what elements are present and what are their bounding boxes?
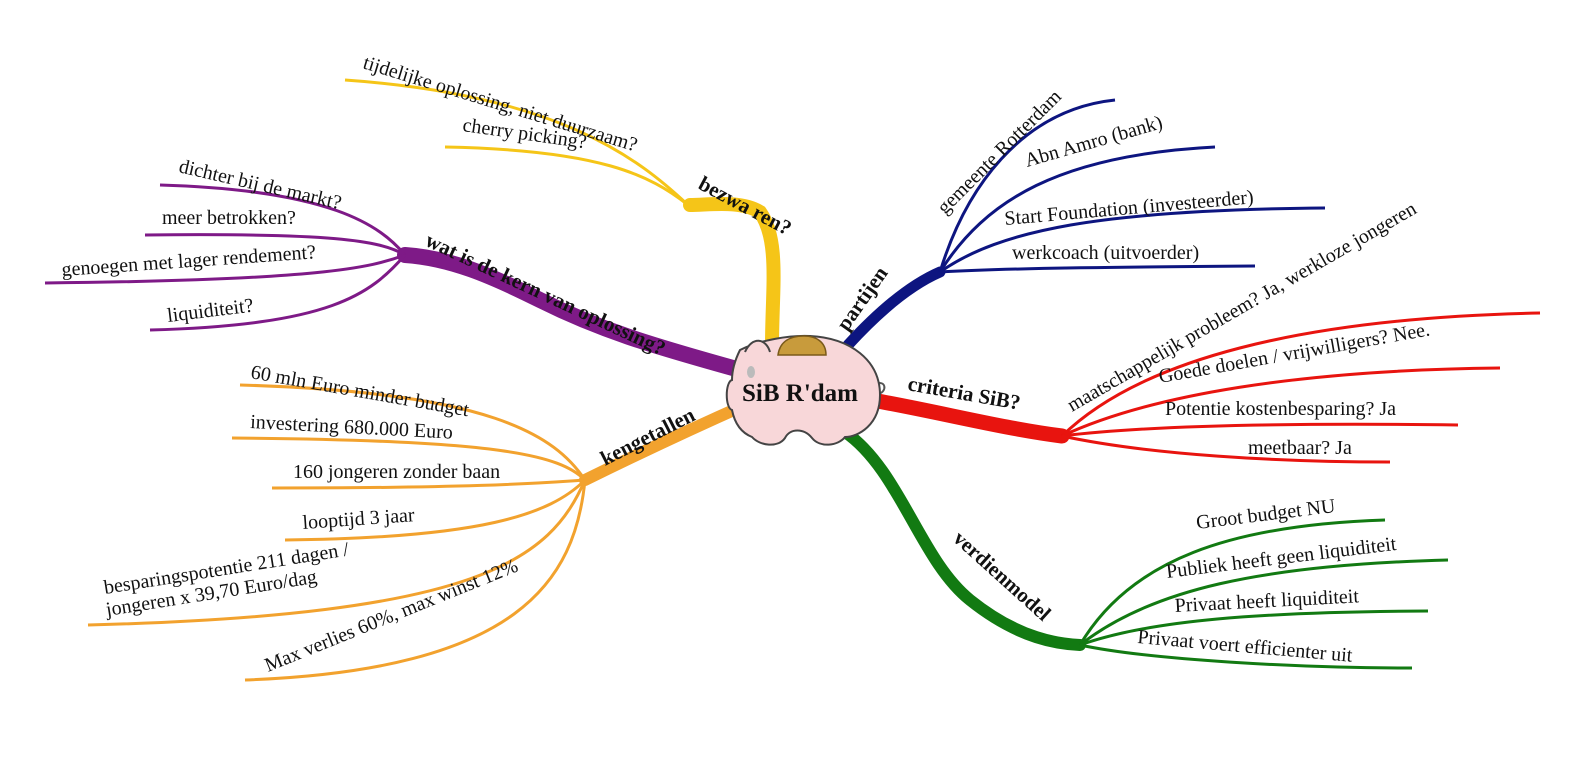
branch-verdienmodel-label: verdienmodel: [949, 526, 1056, 626]
center-node: SiB R'dam: [725, 334, 886, 446]
leaf-partijen-2-line: [939, 206, 1326, 274]
leaf-partijen-0-line: [938, 98, 1116, 273]
leaf-verdienmodel-3: Privaat voert efficienter uit: [1137, 626, 1354, 667]
branch-kengetallen-trunk: [579, 399, 751, 486]
center-label: SiB R'dam: [742, 380, 858, 407]
leaf-criteria-0-line: [1060, 311, 1541, 438]
branch-criteria: criteria SiB? maatschappelijk probleem? …: [864, 198, 1541, 464]
leaf-kengetallen-4-line: [87, 479, 587, 627]
leaf-verdienmodel-2-line: [1079, 609, 1429, 647]
leaf-verdienmodel-1: Publiek heeft geen liquiditeit: [1165, 533, 1398, 583]
branch-kern-trunk: [397, 247, 748, 378]
leaf-kengetallen-0-line: [239, 383, 587, 481]
leaf-partijen-1-line: [938, 145, 1216, 273]
leaf-criteria-3-line: [1061, 434, 1391, 464]
leaf-partijen-2: Start Foundation (investeerder): [1004, 186, 1255, 230]
branch-bezwaren-trunk: [683, 196, 781, 352]
leaf-bezwaren-0-line: [344, 78, 690, 207]
leaf-criteria-3: meetbaar? Ja: [1248, 437, 1352, 459]
branch-kern-label: wat is de kern van oplossing?: [422, 228, 670, 360]
leaf-kern-0-line: [159, 183, 407, 256]
branch-verdienmodel: verdienmodel Groot budget NU Publiek hee…: [839, 426, 1449, 670]
leaf-kern-2-line: [44, 253, 406, 285]
branch-partijen-trunk: [842, 266, 946, 351]
leaf-criteria-0: maatschappelijk probleem? Ja, werkloze j…: [1064, 198, 1421, 417]
leaf-bezwaren-1-line: [444, 145, 689, 207]
leaf-kengetallen-6-line: [244, 479, 587, 682]
leaf-verdienmodel-1-line: [1079, 558, 1449, 647]
leaf-verdienmodel-3-line: [1079, 643, 1413, 670]
coin-icon: [777, 335, 827, 356]
leaf-verdienmodel-0-line: [1078, 518, 1386, 646]
leaf-kengetallen-3: looptijd 3 jaar: [302, 504, 416, 534]
leaf-verdienmodel-0: Groot budget NU: [1195, 495, 1337, 534]
piggy-bank-icon: [725, 334, 886, 446]
leaf-criteria-2: Potentie kostenbesparing? Ja: [1165, 398, 1396, 420]
leaf-criteria-1-line: [1061, 366, 1501, 438]
branch-verdienmodel-trunk: [839, 426, 1086, 651]
branch-kengetallen: kengetallen 60 mln Euro minder budget in…: [87, 361, 751, 682]
leaf-partijen-3: werkcoach (uitvoerder): [1012, 242, 1199, 264]
leaf-kengetallen-2: 160 jongeren zonder baan: [293, 461, 500, 483]
leaf-criteria-2-line: [1061, 422, 1459, 438]
leaf-kengetallen-2-line: [271, 478, 586, 490]
leaf-partijen-3-line: [939, 264, 1256, 274]
leaf-kern-0: dichter bij de markt?: [177, 155, 344, 214]
branch-kern: wat is de kern van oplossing? dichter bi…: [44, 155, 748, 378]
leaf-kengetallen-1-line: [231, 436, 587, 482]
leaf-kengetallen-3-line: [284, 478, 587, 542]
leaf-kern-1: meer betrokken?: [162, 207, 296, 229]
leaf-kern-1-line: [144, 233, 406, 257]
leaf-kern-3: liquiditeit?: [166, 295, 255, 327]
branch-criteria-trunk: [864, 392, 1070, 444]
leaf-kern-3-line: [149, 254, 407, 332]
